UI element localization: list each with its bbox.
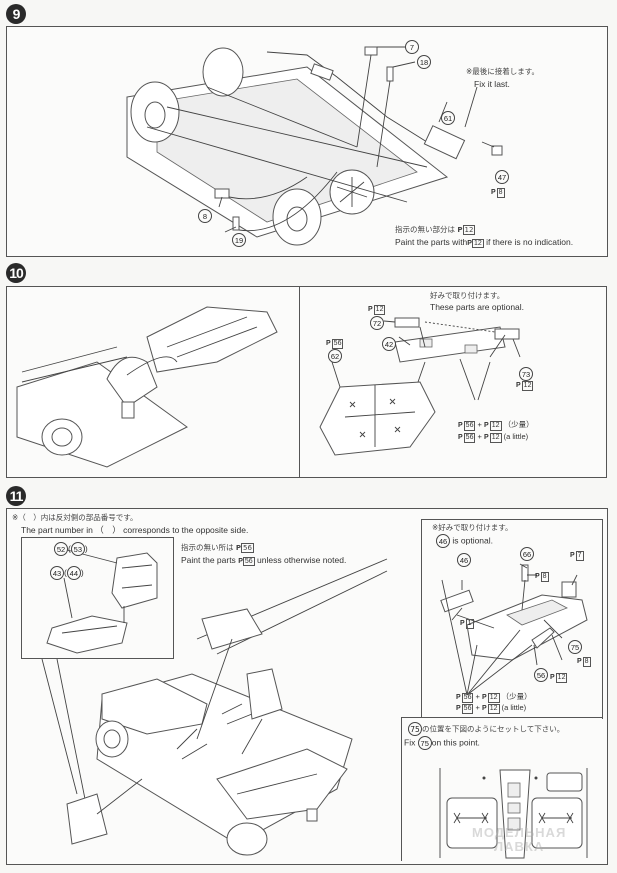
console-optional-note-jp: ※好みで取り付けます。 [432, 523, 513, 532]
center-console-drawing [440, 563, 588, 696]
part-callout-61: 61 [441, 111, 455, 125]
part-callout-62: 62 [328, 349, 342, 363]
part-callout-7: 7 [405, 40, 419, 54]
opposite-side-note-en: The part number in （ ） corresponds to th… [21, 525, 249, 535]
optional-note-jp: 好みで取り付けます。 [430, 291, 505, 300]
step-10-number: 10 [6, 263, 26, 283]
part-callout-72: 72 [370, 316, 384, 330]
part-callout-46: 46 [457, 553, 471, 567]
chassis-underside-drawing [126, 46, 503, 246]
part-callout-52-53: 52(53) [54, 542, 88, 556]
part-callout-43-44: 43(44) [50, 566, 84, 580]
step-10-panel [6, 286, 301, 478]
rear-chassis-drawing [16, 306, 278, 468]
step-11-panel: ※（ ）内は反対側の部品番号です。 The part number in （ ）… [6, 508, 608, 865]
rear-seat-parcel-shelf-drawing [319, 317, 521, 456]
part-callout-75: 75 [568, 640, 582, 654]
fix-last-note-en: Fix it last. [474, 79, 510, 89]
step-9-number: 9 [6, 4, 26, 24]
opposite-side-note-jp: ※（ ）内は反対側の部品番号です。 [12, 513, 138, 522]
part-callout-18: 18 [417, 55, 431, 69]
console-optional-note-en: 46 is optional. [436, 534, 493, 548]
interior-assembly-drawing [41, 558, 388, 856]
optional-note-en: These parts are optional. [430, 302, 525, 312]
fix-last-note-jp: ※最後に接着します。 [466, 67, 540, 76]
part-callout-42: 42 [382, 337, 396, 351]
front-seat-inset: 52(53) 43(44) [21, 537, 174, 659]
console-position-drawing [439, 768, 588, 859]
part-callout-8: 8 [198, 209, 212, 223]
part-callout-56: 56 [534, 668, 548, 682]
part-callout-66: 66 [520, 547, 534, 561]
part-callout-73: 73 [519, 367, 533, 381]
part-callout-47: 47 [495, 170, 509, 184]
step-9-panel: 7 18 61 47 8 19 ※最後に接着します。 Fix it last. … [6, 26, 608, 257]
step-11-number: 11 [6, 486, 26, 506]
front-seat-parts-drawing [46, 549, 158, 654]
part-callout-19: 19 [232, 233, 246, 247]
